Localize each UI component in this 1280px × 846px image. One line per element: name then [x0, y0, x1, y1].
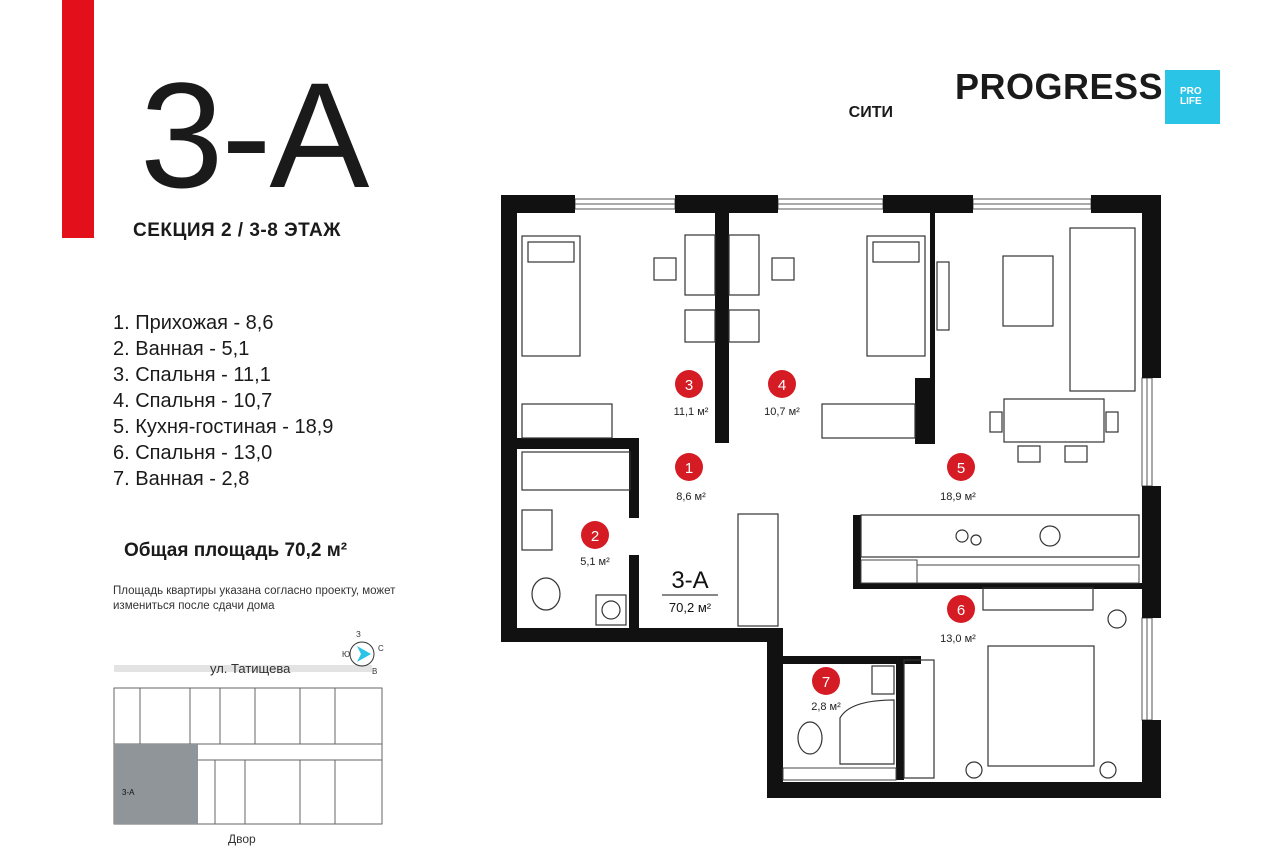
room-markers: [581, 370, 975, 695]
room-list-item: 4. Спальня - 10,7: [113, 390, 273, 412]
room-list-item: 7. Ванная - 2,8: [113, 468, 250, 490]
room-marker: [947, 595, 975, 623]
room-list-item: 5. Кухня-гостиная - 18,9: [113, 416, 334, 438]
compass-label: Ю: [342, 650, 350, 659]
room-area: 8,6 м²: [676, 491, 706, 503]
street-name: ул. Татищева: [210, 661, 291, 676]
compass-label: З: [356, 630, 361, 639]
room-area: 5,1 м²: [580, 556, 610, 568]
room-number: 2: [591, 528, 599, 545]
room-marker: [812, 667, 840, 695]
site-apartment-marker: 3-А: [122, 788, 135, 797]
room-area: 10,7 м²: [764, 406, 800, 418]
total-area: Общая площадь 70,2 м²: [124, 540, 348, 561]
room-area: 11,1 м²: [674, 406, 709, 418]
hatch-area: [782, 559, 1140, 781]
compass-label: В: [372, 667, 377, 676]
room-number: 6: [957, 602, 965, 619]
room-number: 1: [685, 460, 693, 477]
room-area: 2,8 м²: [811, 701, 841, 713]
area-disclaimer: Площадь квартиры указана согласно проект…: [113, 585, 396, 612]
yard-label: Двор: [228, 832, 256, 846]
room-number: 4: [778, 377, 786, 394]
apartment-code-title: 3-А: [140, 51, 369, 219]
brand-sub: СИТИ: [848, 104, 893, 121]
compass-icon: С З Ю В: [342, 630, 384, 676]
section-floor-label: СЕКЦИЯ 2 / 3-8 ЭТАЖ: [133, 220, 341, 241]
apartment-plan-label: 3-А: [671, 567, 708, 594]
brand-badge-line1: PRO: [1180, 86, 1202, 97]
room-list-item: 6. Спальня - 13,0: [113, 442, 273, 464]
furniture: [521, 227, 1140, 779]
red-accent-bar: [62, 0, 94, 238]
brand-badge-line2: LIFE: [1180, 96, 1202, 107]
room-area: 13,0 м²: [940, 633, 976, 645]
apartment-plan-area: 70,2 м²: [669, 600, 712, 615]
room-list-item: 2. Ванная - 5,1: [113, 338, 250, 360]
room-marker: [768, 370, 796, 398]
room-marker: [581, 521, 609, 549]
brand-name: PROGRESS: [955, 66, 1164, 107]
room-marker: [947, 453, 975, 481]
room-number: 5: [957, 460, 965, 477]
room-number: 7: [822, 674, 830, 691]
room-marker: [675, 453, 703, 481]
room-marker: [675, 370, 703, 398]
apartment-highlight: [114, 744, 198, 824]
brand-badge: PRO LIFE: [1165, 70, 1220, 124]
room-number: 3: [685, 377, 693, 394]
street-strip: [114, 665, 372, 672]
walls: [501, 195, 1161, 798]
compass-label: С: [378, 644, 384, 653]
room-list: 1. Прихожая - 8,6 2. Ванная - 5,1 3. Спа…: [113, 310, 333, 492]
room-area: 18,9 м²: [940, 491, 976, 503]
room-list-item: 1. Прихожая - 8,6: [113, 312, 274, 334]
room-list-item: 3. Спальня - 11,1: [113, 364, 271, 386]
